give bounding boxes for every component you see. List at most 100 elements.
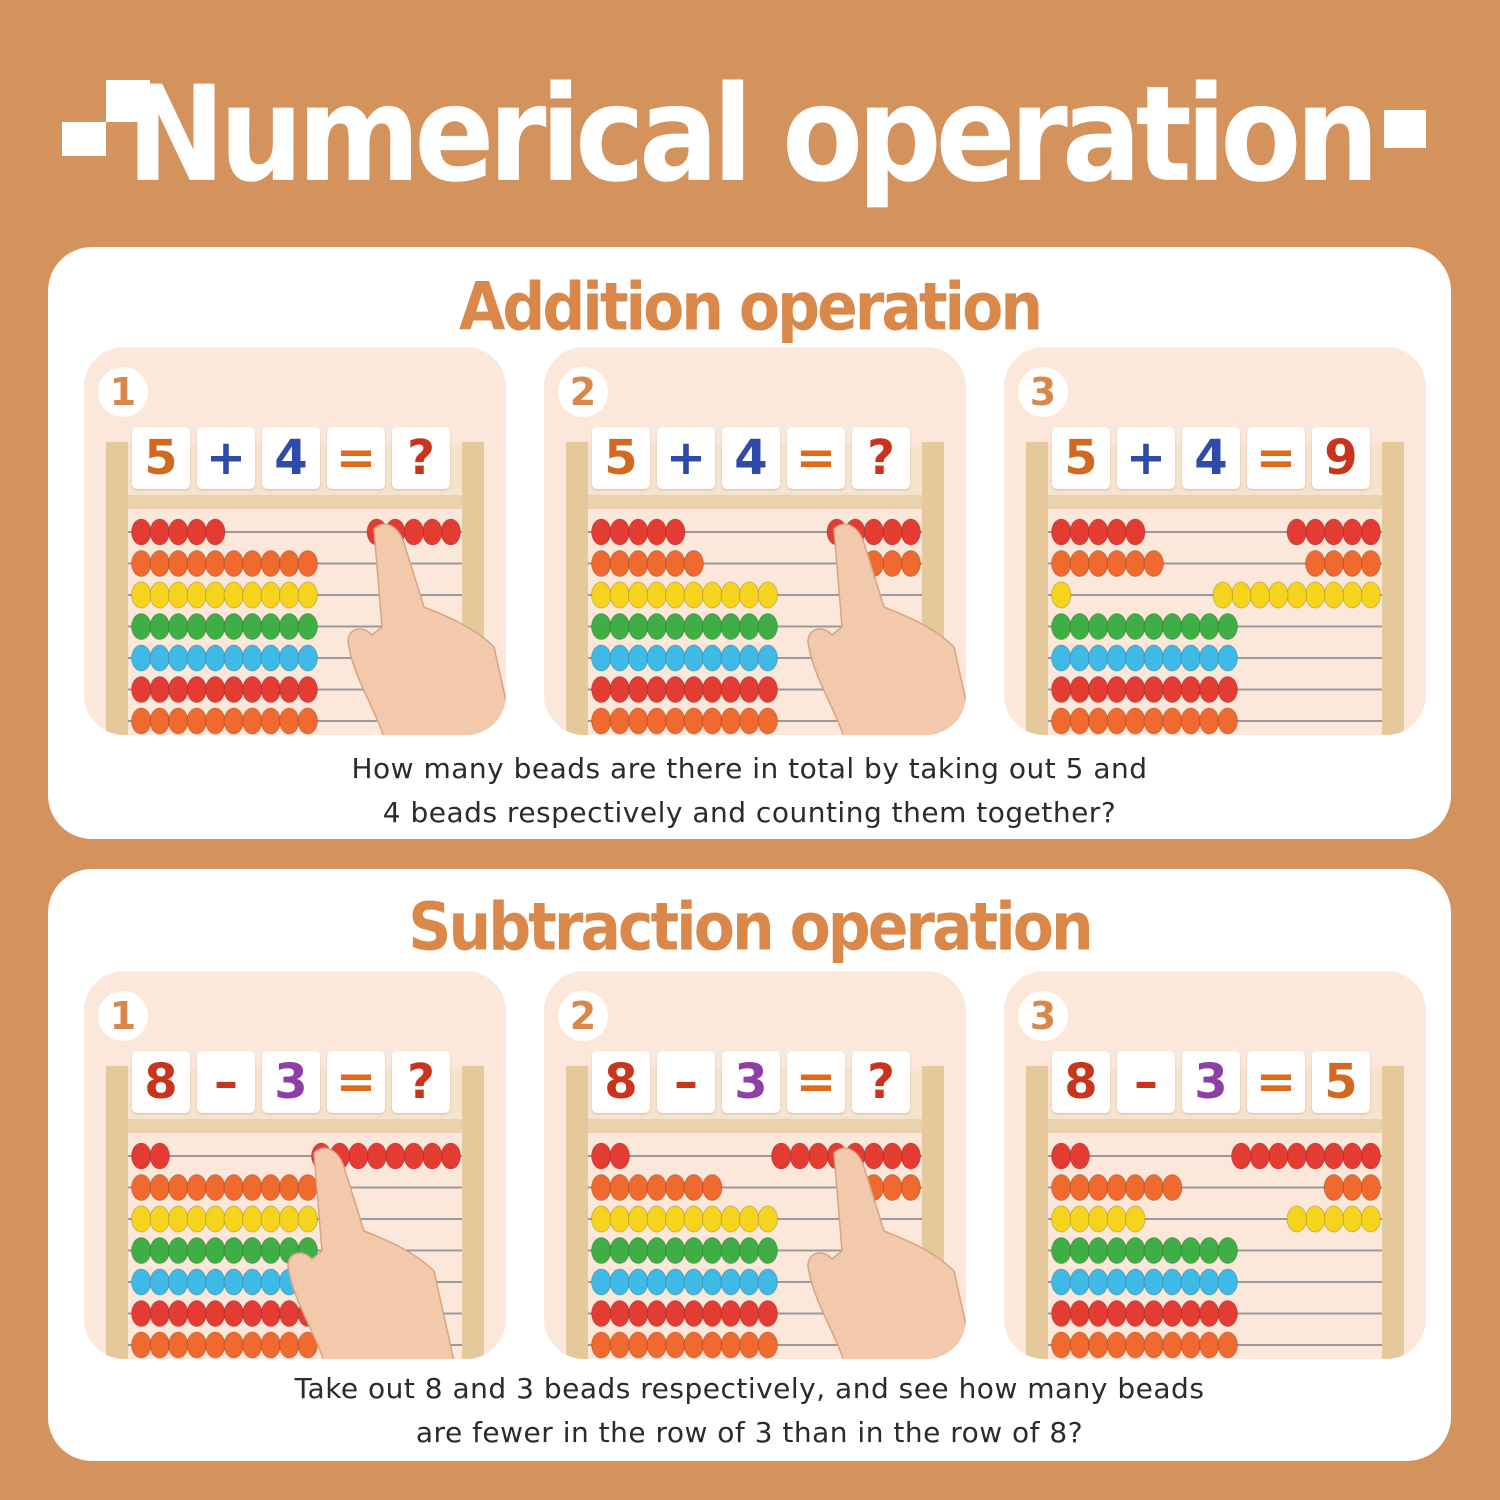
bead xyxy=(205,613,226,640)
bead xyxy=(366,1142,387,1170)
bead xyxy=(1305,550,1326,577)
bead xyxy=(1199,1331,1220,1359)
equation-tile: 5 xyxy=(1052,427,1110,489)
equation-tile: 8 xyxy=(132,1051,190,1113)
bead xyxy=(131,518,152,546)
bead xyxy=(1180,644,1201,672)
bead xyxy=(702,1331,723,1359)
bead xyxy=(223,1300,244,1327)
bead xyxy=(186,518,207,546)
bead xyxy=(591,518,612,546)
bead xyxy=(131,1205,152,1233)
bead xyxy=(683,1268,704,1296)
bead xyxy=(1106,644,1127,672)
bead xyxy=(297,550,318,577)
bead xyxy=(863,1142,884,1170)
bead xyxy=(242,550,263,577)
bead xyxy=(279,707,300,735)
bead xyxy=(297,1205,318,1233)
bead xyxy=(242,581,263,609)
bead xyxy=(242,1237,263,1264)
abacus-post xyxy=(106,1066,128,1359)
bead xyxy=(1162,644,1183,672)
abacus-post xyxy=(1026,1066,1048,1359)
bead xyxy=(609,1142,630,1170)
bead xyxy=(186,676,207,703)
bead xyxy=(131,1174,152,1201)
bead xyxy=(205,676,226,703)
abacus-illustration xyxy=(1026,1066,1404,1359)
abacus-post xyxy=(462,1066,484,1359)
bead xyxy=(1088,644,1109,672)
bead xyxy=(628,581,649,609)
bead xyxy=(1231,581,1252,609)
bead xyxy=(720,1205,741,1233)
bead xyxy=(1162,676,1183,703)
bead xyxy=(683,1205,704,1233)
equation-tile: 8 xyxy=(1052,1051,1110,1113)
bead xyxy=(757,613,778,640)
equation-tile: 3 xyxy=(1182,1051,1240,1113)
bead xyxy=(149,518,170,546)
bead xyxy=(628,644,649,672)
bead xyxy=(1106,518,1127,546)
bead xyxy=(149,1331,170,1359)
bead xyxy=(1051,550,1072,577)
bead xyxy=(646,613,667,640)
bead xyxy=(882,1174,903,1201)
bead xyxy=(665,676,686,703)
bead xyxy=(1106,1174,1127,1201)
bead xyxy=(223,1237,244,1264)
bead xyxy=(260,550,281,577)
bead xyxy=(808,1142,829,1170)
bead xyxy=(205,581,226,609)
bead xyxy=(186,1237,207,1264)
pointing-hand xyxy=(807,523,966,735)
bead xyxy=(149,581,170,609)
bead xyxy=(1305,1142,1326,1170)
bead xyxy=(591,707,612,735)
bead xyxy=(1125,1205,1146,1233)
bead xyxy=(279,550,300,577)
bead xyxy=(683,1237,704,1264)
equation-tile: = xyxy=(1247,427,1305,489)
bead xyxy=(739,613,760,640)
abacus-post xyxy=(106,442,128,735)
subtraction-caption: Take out 8 and 3 beads respectively, and… xyxy=(48,1367,1451,1455)
bead xyxy=(205,1174,226,1201)
bead xyxy=(628,1268,649,1296)
bead xyxy=(702,581,723,609)
bead xyxy=(1162,1174,1183,1201)
bead xyxy=(149,676,170,703)
bead xyxy=(205,644,226,672)
abacus-rail xyxy=(1048,1119,1382,1133)
bead xyxy=(205,707,226,735)
bead xyxy=(702,1268,723,1296)
bead xyxy=(131,644,152,672)
bead xyxy=(1106,676,1127,703)
bead xyxy=(1342,581,1363,609)
bead xyxy=(168,1174,189,1201)
bead xyxy=(1106,1331,1127,1359)
bead xyxy=(1106,613,1127,640)
bead xyxy=(279,1174,300,1201)
bead xyxy=(1088,518,1109,546)
abacus-rail xyxy=(128,495,462,509)
bead xyxy=(1088,1205,1109,1233)
bead xyxy=(1212,581,1233,609)
bead xyxy=(1125,676,1146,703)
decor-square xyxy=(1384,110,1426,148)
bead xyxy=(739,1300,760,1327)
bead xyxy=(591,1331,612,1359)
bead xyxy=(665,1300,686,1327)
bead xyxy=(186,1174,207,1201)
step-number-badge: 2 xyxy=(558,367,608,417)
bead xyxy=(1199,1237,1220,1264)
bead xyxy=(1143,1300,1164,1327)
abacus-illustration xyxy=(566,442,966,735)
bead xyxy=(683,1300,704,1327)
bead xyxy=(168,1237,189,1264)
bead xyxy=(1143,1174,1164,1201)
